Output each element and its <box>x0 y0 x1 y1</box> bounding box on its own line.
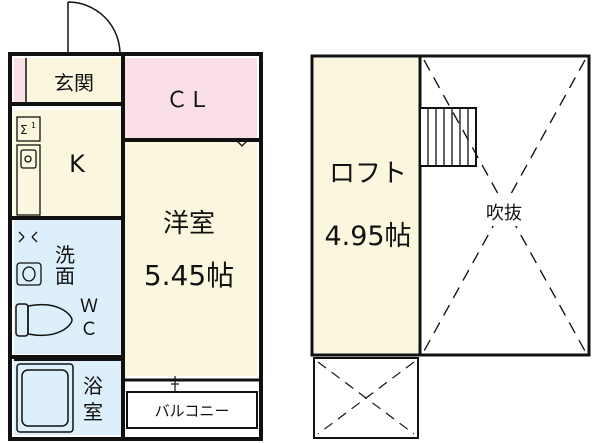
svg-text:1: 1 <box>31 121 36 130</box>
bath-label-1: 浴 <box>83 374 103 398</box>
wc-label-1: Ｗ <box>80 296 98 317</box>
closet-door-marks <box>235 139 249 147</box>
kitchen-label: K <box>69 150 86 178</box>
floor1-outer-wall <box>8 52 263 441</box>
floor1-plan: Σ 1 玄関 ＣＬ K 洋室 <box>8 1 263 441</box>
lower-void-dashed-cross <box>317 361 415 435</box>
washroom-fixtures-icon <box>16 231 42 286</box>
svg-text:Σ: Σ <box>20 123 28 137</box>
western-room-area <box>123 138 257 376</box>
western-room-label: 洋室 <box>163 209 215 239</box>
entrance-area <box>25 58 122 102</box>
washroom-label-1: 洗 <box>55 243 75 267</box>
entrance-door-icon <box>67 1 121 55</box>
floor2-plan: ロフト 4.95帖 吹抜 <box>310 54 591 439</box>
kitchen-fixtures-icon: Σ 1 <box>16 116 41 216</box>
balcony <box>126 376 258 429</box>
washroom-wc-area <box>14 220 122 354</box>
closet-area <box>123 58 257 138</box>
kitchen-area <box>14 110 122 216</box>
bath-label-2: 室 <box>83 400 103 424</box>
void-label: 吹抜 <box>486 203 522 224</box>
entrance-label: 玄関 <box>54 71 94 95</box>
stairs-icon <box>419 107 477 167</box>
toilet-icon <box>15 303 73 337</box>
entrance-strip-fill <box>14 58 25 102</box>
bathtub-icon <box>16 363 74 433</box>
closet-label: ＣＬ <box>166 88 210 113</box>
washroom-label-2: 面 <box>55 264 75 288</box>
loft-area <box>314 58 418 353</box>
balcony-label: バルコニー <box>155 402 230 420</box>
floor2-outer-wall <box>310 54 591 357</box>
loft-label: ロフト <box>329 159 407 189</box>
wc-label-2: Ｃ <box>80 319 98 340</box>
loft-size: 4.95帖 <box>324 221 411 252</box>
western-room-size: 5.45帖 <box>144 259 234 292</box>
